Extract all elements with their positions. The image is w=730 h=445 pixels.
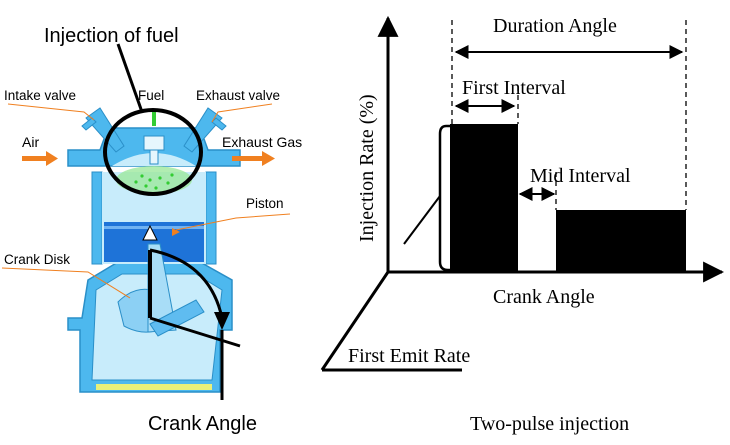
first-emit-rate-label: First Emit Rate (348, 345, 470, 367)
piston-label-pointer (172, 228, 180, 236)
first-interval-label: First Interval (462, 77, 566, 99)
piston-label: Piston (246, 196, 284, 211)
exhaust-valve (183, 107, 227, 153)
fuel-injector (143, 112, 165, 165)
label-leaders (1, 103, 291, 299)
chart-caption: Two-pulse injection (470, 413, 629, 435)
air-flow-arrow (22, 151, 58, 166)
second-pulse-bar (556, 210, 686, 272)
injection-rate-chart: Duration Angle First Interval Mid Interv… (320, 15, 725, 435)
crank-disk-label: Crank Disk (4, 252, 70, 267)
x-axis-label: Crank Angle (493, 286, 595, 308)
intake-valve-label: Intake valve (4, 88, 76, 103)
crank-angle-label-engine: Crank Angle (148, 413, 257, 435)
exhaust-gas-label: Exhaust Gas (222, 134, 302, 150)
guide-dashes (451, 20, 687, 210)
first-emit-bracket-link (403, 195, 441, 245)
injection-highlight-circle (103, 108, 203, 196)
air-label: Air (22, 134, 39, 150)
injection-of-fuel-title: Injection of fuel (44, 25, 179, 47)
mid-interval-label: Mid Interval (530, 165, 631, 187)
exhaust-valve-label: Exhaust valve (196, 88, 280, 103)
oil-sump (96, 384, 212, 390)
y-axis-label: Injection Rate (%) (356, 94, 378, 242)
piston-up-arrow (142, 224, 158, 241)
first-emit-bracket (438, 124, 452, 272)
engine-illustration: Injection of fuel Intake valve Fuel Exha… (1, 25, 302, 435)
duration-angle-label: Duration Angle (493, 15, 617, 37)
exhaust-flow-arrow (232, 151, 275, 166)
perspective-axis (320, 271, 390, 371)
fuel-spray (116, 166, 192, 194)
fuel-label: Fuel (138, 88, 164, 103)
injection-pointer-line (116, 43, 144, 113)
crank-angle-indicator (148, 248, 241, 400)
first-pulse-bar (450, 124, 518, 272)
